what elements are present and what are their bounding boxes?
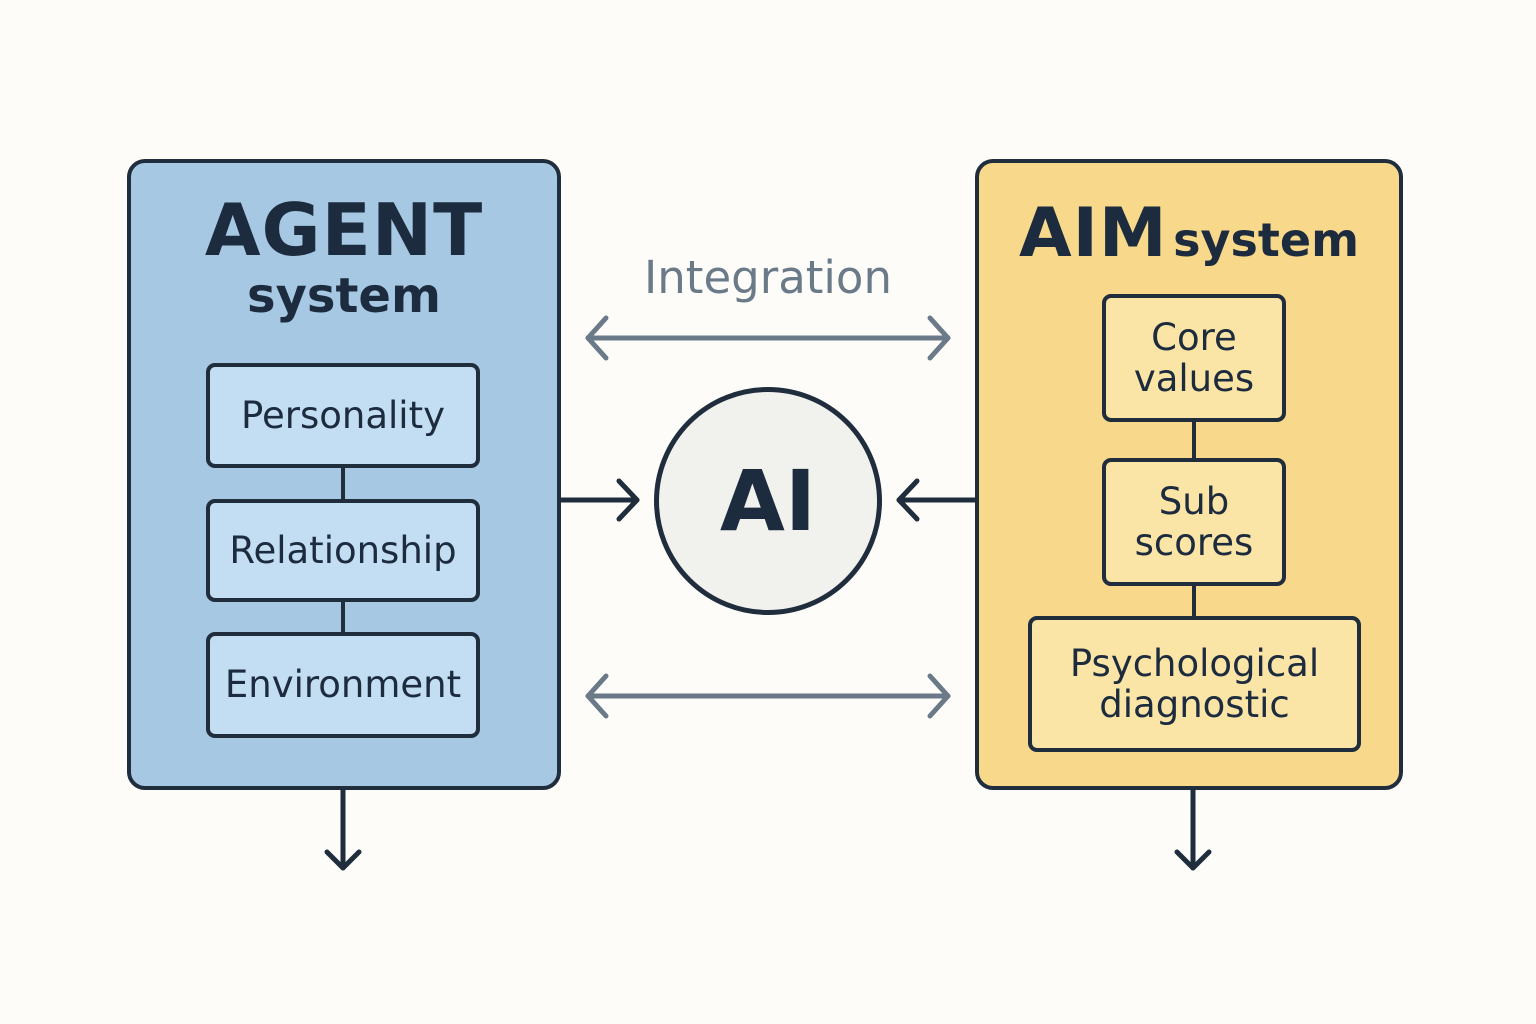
aim-to-ai-arrow: [896, 478, 978, 522]
agent-to-ai-arrow: [558, 478, 640, 522]
agent-title: AGENT: [204, 188, 484, 272]
agent-item-relationship: Relationship: [206, 499, 480, 602]
agent-output-arrow: [324, 787, 362, 871]
aim-title-main: AIM: [1018, 194, 1168, 273]
aim-subtitle: system: [1173, 213, 1360, 267]
integration-arrow-bottom: [585, 673, 951, 719]
aim-title: AIM system: [975, 196, 1403, 289]
aim-output-arrow: [1174, 787, 1212, 871]
aim-item-core-values: Core values: [1102, 294, 1286, 422]
agent-subtitle: system: [247, 268, 441, 324]
ai-node: AI: [654, 387, 882, 615]
agent-item-personality: Personality: [206, 363, 480, 468]
integration-label: Integration: [644, 251, 892, 304]
aim-item-psychological-diagnostic: Psychological diagnostic: [1028, 616, 1361, 752]
aim-item-sub-scores: Sub scores: [1102, 458, 1286, 586]
agent-item-environment: Environment: [206, 632, 480, 738]
integration-arrow-top: [585, 315, 951, 361]
